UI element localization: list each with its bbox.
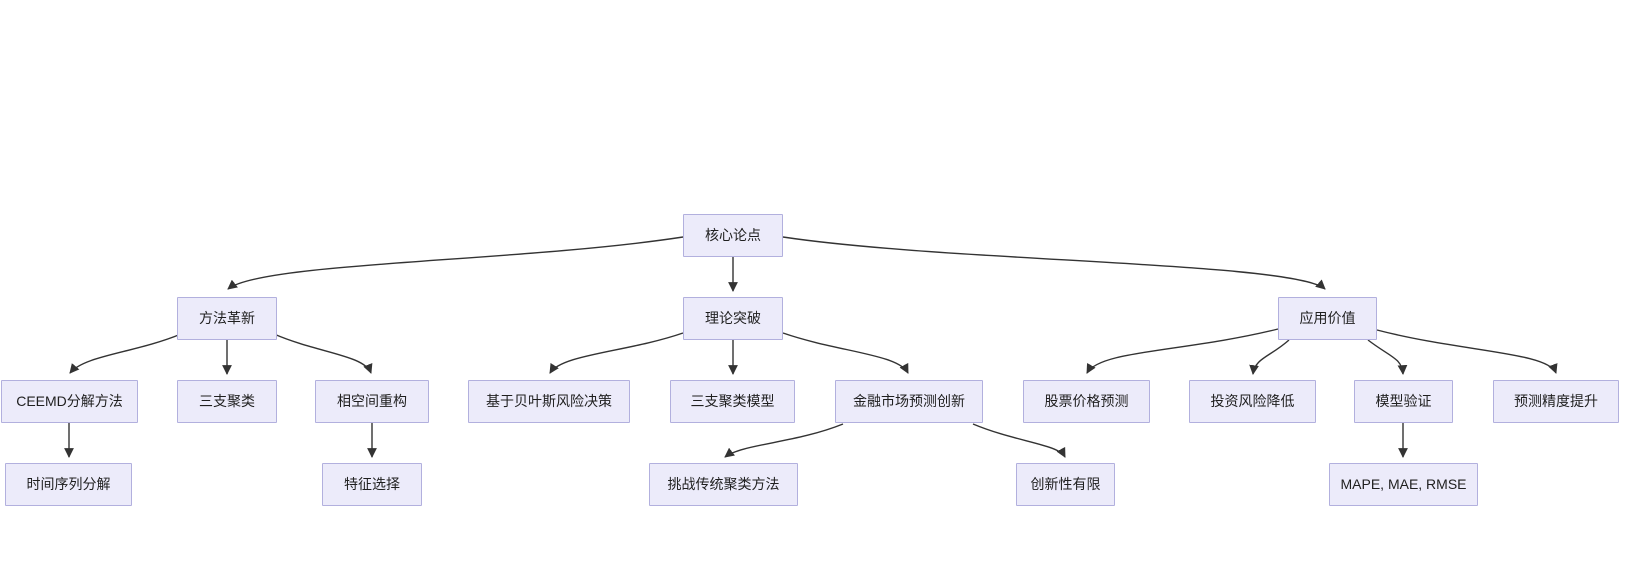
edge-root-to-value	[782, 236, 1326, 290]
edge-value-to-risk	[1249, 339, 1290, 375]
node-evaluation-metrics: MAPE, MAE, RMSE	[1329, 463, 1478, 506]
edge-method-to-phase	[273, 333, 373, 374]
edge-theory-to-bayes	[549, 332, 684, 374]
node-application-value: 应用价值	[1278, 297, 1377, 340]
node-three-way-clustering: 三支聚类	[177, 380, 277, 423]
node-three-way-clustering-model: 三支聚类模型	[670, 380, 795, 423]
node-feature-selection: 特征选择	[322, 463, 422, 506]
node-financial-market-prediction-innovation: 金融市场预测创新	[835, 380, 983, 423]
edge-method-to-ceemd	[69, 333, 182, 374]
node-method-innovation: 方法革新	[177, 297, 277, 340]
node-theory-breakthrough: 理论突破	[683, 297, 783, 340]
edge-fininno-to-limited	[972, 423, 1066, 458]
node-challenge-traditional-clustering: 挑战传统聚类方法	[649, 463, 798, 506]
node-bayesian-risk-decision: 基于贝叶斯风险决策	[468, 380, 630, 423]
node-time-series-decomposition: 时间序列分解	[5, 463, 132, 506]
edge-root-to-method	[227, 236, 684, 290]
node-stock-price-prediction: 股票价格预测	[1023, 380, 1150, 423]
edge-fininno-to-challenge	[724, 423, 844, 458]
node-limited-novelty: 创新性有限	[1016, 463, 1115, 506]
edge-theory-to-fininno	[782, 332, 909, 374]
edge-value-to-validation	[1367, 339, 1408, 375]
edge-value-to-precision	[1376, 329, 1558, 374]
node-model-validation: 模型验证	[1354, 380, 1453, 423]
node-prediction-accuracy-improvement: 预测精度提升	[1493, 380, 1619, 423]
node-phase-space-reconstruction: 相空间重构	[315, 380, 429, 423]
node-core-thesis: 核心论点	[683, 214, 783, 257]
edge-value-to-stock	[1086, 328, 1279, 374]
node-ceemd-decomposition-method: CEEMD分解方法	[1, 380, 138, 423]
node-investment-risk-reduction: 投资风险降低	[1189, 380, 1316, 423]
